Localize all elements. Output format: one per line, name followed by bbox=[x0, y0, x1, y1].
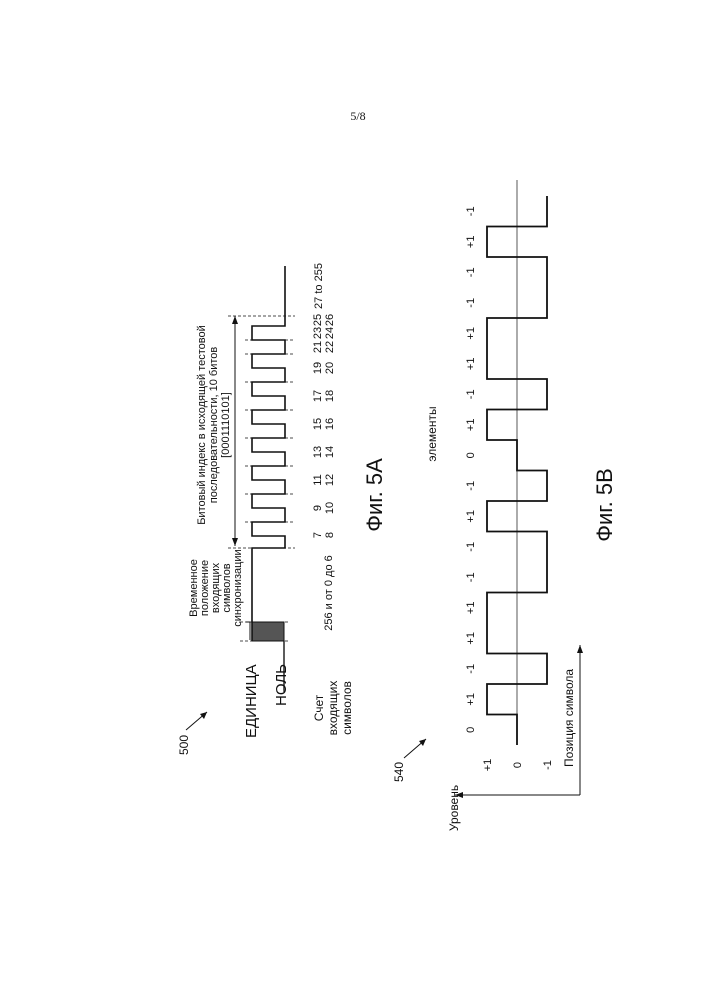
count-value: 20 bbox=[324, 362, 336, 374]
sync-label-line-5: синхронизации bbox=[232, 549, 244, 626]
symbol-labels: 0 +1 -1 +1 +1 -1 -1 +1 -1 0 +1 -1 +1 +1 -1 -1 +1 -1 bbox=[465, 206, 477, 732]
symbol-label: +1 bbox=[465, 419, 477, 432]
figure-5a: 500 ЕДИНИЦА НОЛЬ Счет входящих символов … bbox=[177, 263, 387, 755]
level-label-plus1: +1 bbox=[482, 759, 494, 772]
symbol-label: -1 bbox=[465, 267, 477, 277]
y-axis-label: Уровень bbox=[447, 785, 461, 831]
zero-label: НОЛЬ bbox=[273, 664, 290, 706]
count-value: 13 bbox=[312, 446, 324, 458]
level-label-zero: 0 bbox=[512, 762, 524, 768]
count-value: 11 bbox=[312, 474, 324, 485]
count-value: 25 bbox=[312, 314, 324, 326]
symbol-label: -1 bbox=[465, 298, 477, 308]
count-label-line-2: входящих bbox=[326, 681, 340, 736]
count-value: 19 bbox=[312, 362, 324, 374]
count-start-label: 256 и от 0 до 6 bbox=[323, 555, 335, 630]
count-value: 7 bbox=[312, 532, 324, 538]
count-value: 10 bbox=[324, 502, 336, 514]
bit-span-arrowhead-top bbox=[232, 316, 238, 324]
fig5a-ref-arrowhead bbox=[200, 712, 207, 719]
level-label-minus1: -1 bbox=[542, 760, 554, 770]
symbol-label: -1 bbox=[465, 206, 477, 216]
count-label-line-1: Счет bbox=[312, 694, 326, 721]
count-value: 21 bbox=[312, 341, 324, 353]
symbol-label: +1 bbox=[465, 327, 477, 340]
bit-index-line-1: Битовый индекс в исходящей тестовой bbox=[196, 325, 208, 525]
count-pairs: 78 910 1112 1314 1516 1718 1920212223242526 bbox=[312, 314, 336, 538]
symbol-label: +1 bbox=[465, 236, 477, 249]
bit-index-line-2: последовательности, 10 битов bbox=[208, 347, 220, 504]
count-value: 26 bbox=[324, 314, 336, 326]
count-value: 24 bbox=[324, 327, 336, 339]
symbol-label: -1 bbox=[465, 481, 477, 491]
count-value: 8 bbox=[324, 532, 336, 538]
symbol-label: +1 bbox=[465, 693, 477, 706]
symbol-label: +1 bbox=[465, 632, 477, 645]
count-value: 23 bbox=[312, 327, 324, 339]
count-value: 18 bbox=[324, 390, 336, 402]
fig5b-ref-number: 540 bbox=[392, 762, 406, 782]
fig5b-ref-arrowhead bbox=[419, 739, 426, 746]
symbol-label: 0 bbox=[465, 452, 477, 458]
symbol-label: -1 bbox=[465, 389, 477, 399]
count-label: Счет входящих символов bbox=[312, 681, 354, 736]
count-value: 14 bbox=[324, 446, 336, 458]
symbol-label: 0 bbox=[465, 727, 477, 733]
bit-span-arrowhead-bottom bbox=[232, 538, 238, 546]
fig5b-caption: Фиг. 5B bbox=[592, 468, 617, 542]
x-axis-label: Позиция символа bbox=[562, 669, 576, 767]
count-value: 15 bbox=[312, 418, 324, 430]
symbol-label: -1 bbox=[465, 664, 477, 674]
fig5a-signal-waveform bbox=[252, 266, 285, 641]
symbol-label: -1 bbox=[465, 572, 477, 582]
fig5a-caption: Фиг. 5A bbox=[362, 458, 387, 532]
fig5a-ref-number: 500 bbox=[177, 735, 191, 755]
count-end-label: 27 to 255 bbox=[313, 263, 325, 309]
count-label-line-3: символов bbox=[340, 681, 354, 735]
sync-position-label: Временное положение входящих символов си… bbox=[188, 549, 244, 626]
page-number: 5/8 bbox=[350, 109, 365, 123]
symbol-label: -1 bbox=[465, 542, 477, 552]
sync-symbol-block bbox=[252, 622, 284, 641]
count-value: 17 bbox=[312, 390, 324, 402]
count-value: 9 bbox=[312, 505, 324, 511]
elements-label: элементы bbox=[425, 406, 439, 461]
sync-label-leader bbox=[246, 622, 250, 640]
symbol-label: +1 bbox=[465, 602, 477, 615]
bit-index-label: Битовый индекс в исходящей тестовой посл… bbox=[196, 325, 232, 525]
figure-5b: 540 элементы Уровень Позиция символа +1 … bbox=[392, 180, 617, 831]
symbol-label: +1 bbox=[465, 510, 477, 523]
symbol-label: +1 bbox=[465, 358, 477, 371]
bit-index-line-3: [0001110101] bbox=[220, 392, 232, 458]
x-axis-arrowhead bbox=[577, 645, 583, 653]
one-label: ЕДИНИЦА bbox=[243, 664, 260, 738]
count-value: 22 bbox=[324, 341, 336, 353]
count-value: 16 bbox=[324, 418, 336, 430]
count-value: 12 bbox=[324, 474, 336, 486]
